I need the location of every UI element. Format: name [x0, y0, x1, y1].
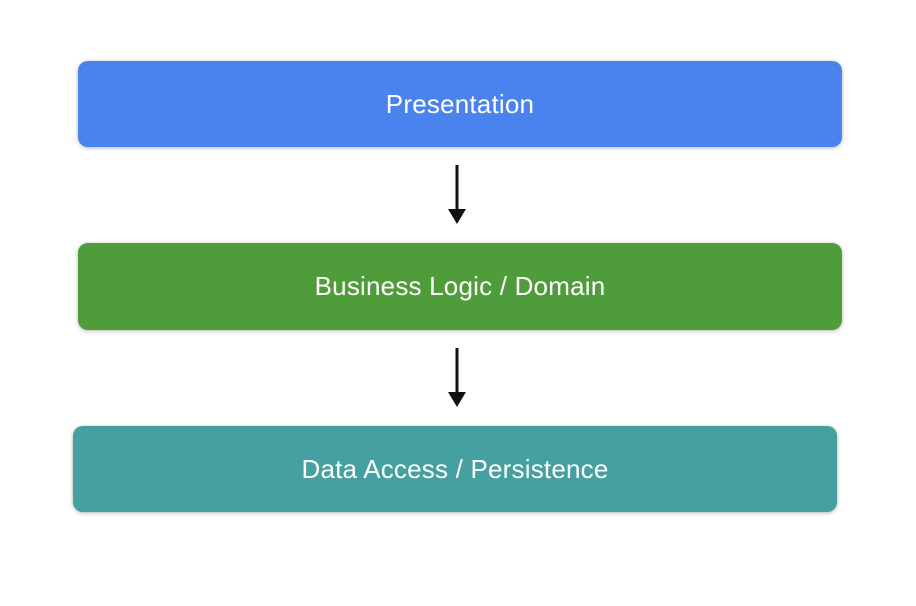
layer-node-presentation: Presentation	[78, 61, 842, 147]
layer-node-data-access: Data Access / Persistence	[73, 426, 837, 512]
down-arrow-icon	[444, 164, 470, 224]
layer-node-business-logic: Business Logic / Domain	[78, 243, 842, 330]
layer-label-data-access: Data Access / Persistence	[301, 453, 609, 484]
down-arrow-icon	[444, 347, 470, 407]
layer-label-presentation: Presentation	[385, 88, 535, 119]
layer-label-business-logic: Business Logic / Domain	[314, 271, 606, 301]
